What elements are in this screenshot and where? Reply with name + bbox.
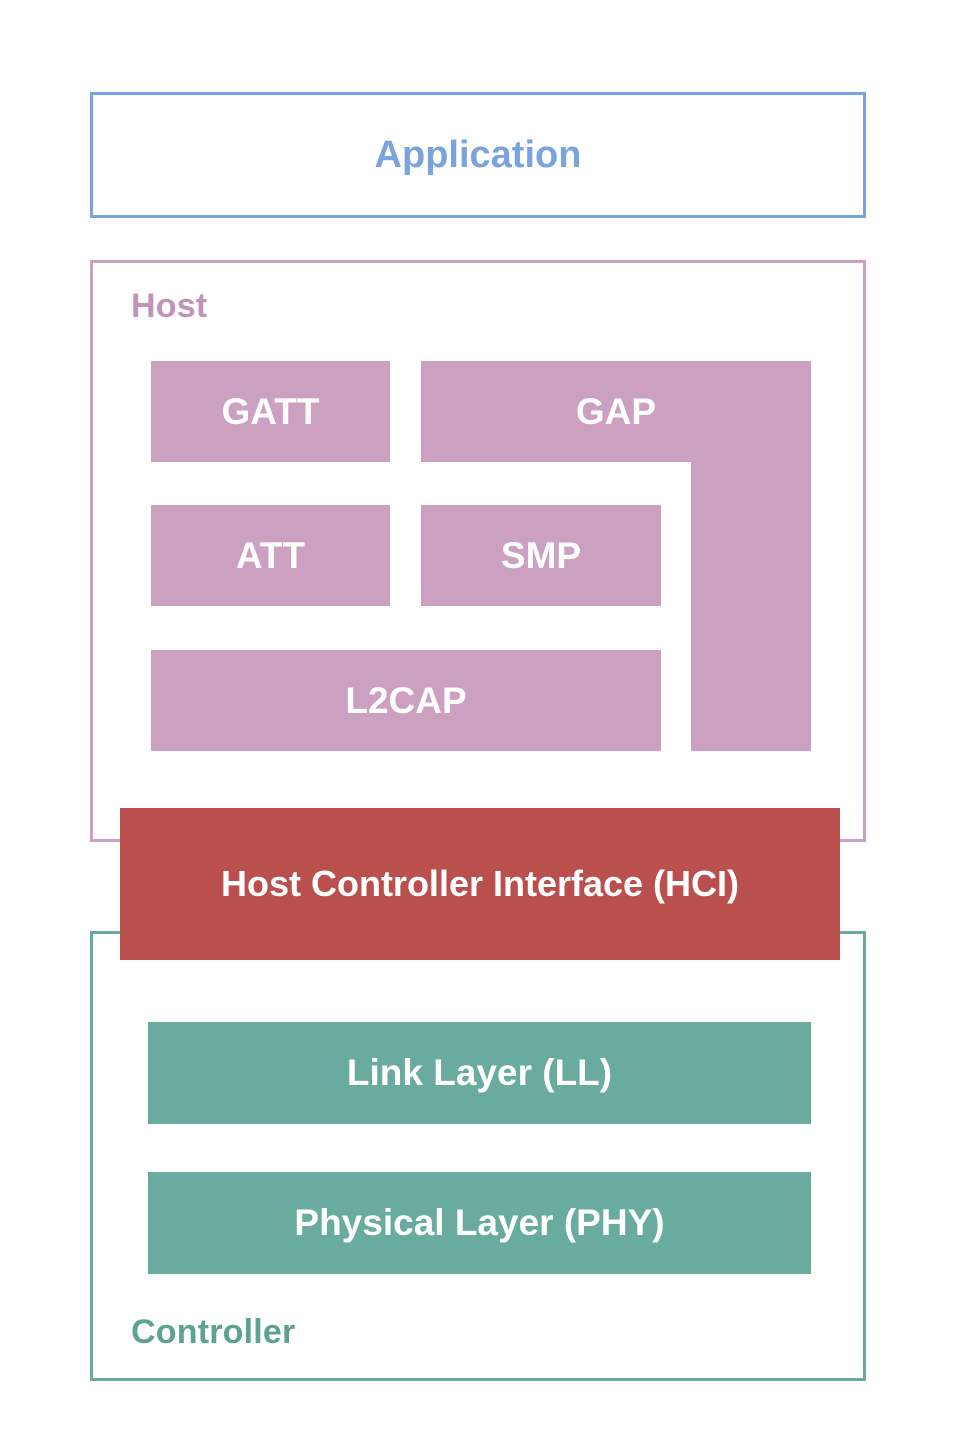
block-host-controller-interface: Host Controller Interface (HCI) <box>120 808 840 960</box>
controller-section: Link Layer (LL) Physical Layer (PHY) Con… <box>90 931 866 1381</box>
block-hci-label: Host Controller Interface (HCI) <box>220 863 740 904</box>
application-label: Application <box>374 133 582 176</box>
block-link-layer-label: Link Layer (LL) <box>346 1052 613 1093</box>
block-att: ATT <box>151 505 390 606</box>
block-gatt-label: GATT <box>221 390 320 432</box>
block-gatt: GATT <box>151 361 390 462</box>
block-smp-label: SMP <box>500 534 582 576</box>
block-physical-layer-label: Physical Layer (PHY) <box>294 1202 665 1243</box>
host-section-title: Host <box>131 287 208 325</box>
block-l2cap-label: L2CAP <box>345 679 467 721</box>
block-att-label: ATT <box>235 534 306 576</box>
block-physical-layer: Physical Layer (PHY) <box>148 1172 811 1274</box>
block-link-layer: Link Layer (LL) <box>148 1022 811 1124</box>
application-section: Application <box>90 92 866 218</box>
host-section: Host GATT GAP ATT SMP L2CAP <box>90 260 866 842</box>
block-gap-label: GAP <box>575 390 657 432</box>
block-smp: SMP <box>421 505 661 606</box>
controller-section-title: Controller <box>131 1313 296 1351</box>
block-gap-column-extension <box>691 461 811 751</box>
block-gap: GAP <box>421 361 811 462</box>
block-l2cap: L2CAP <box>151 650 661 751</box>
